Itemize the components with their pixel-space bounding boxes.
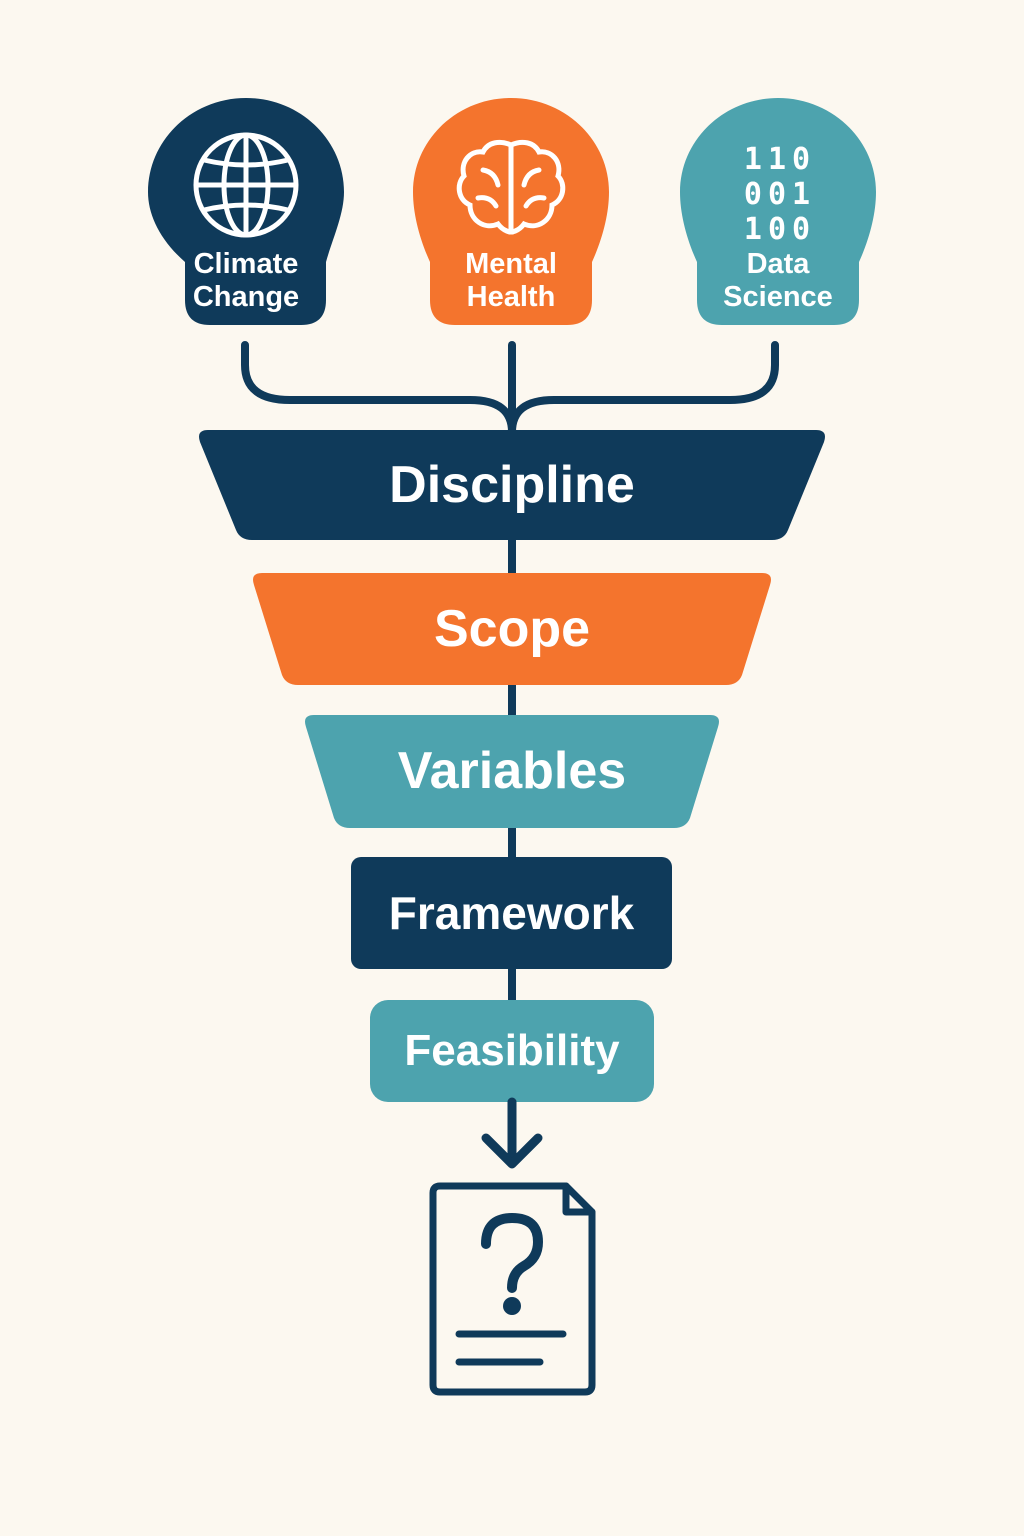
question-dot	[503, 1297, 521, 1315]
topic-label-data: Data Science	[678, 248, 878, 314]
topic-label-line1: Climate	[193, 248, 299, 280]
stage-shape-feasibility	[370, 1000, 654, 1102]
binary-row: 001	[743, 177, 817, 212]
stage-label-variables: Variables	[397, 742, 627, 800]
connector-left	[241, 341, 516, 436]
question-document-icon	[429, 1182, 596, 1396]
topic-head-climate	[148, 98, 344, 325]
stage-shape-variables	[305, 715, 719, 828]
brain-icon	[456, 139, 566, 235]
binary-row: 110	[743, 142, 817, 177]
topic-head-mental	[413, 98, 609, 325]
globe-icon	[193, 132, 299, 238]
stage-label-feasibility: Feasibility	[404, 1026, 620, 1075]
stage-shape-discipline	[199, 430, 825, 540]
stage-shape-framework	[351, 857, 672, 969]
topic-head-shape	[680, 98, 876, 325]
connector-right	[508, 341, 779, 436]
topic-label-climate: Climate Change	[146, 248, 346, 314]
topic-label-line2: Change	[192, 281, 300, 313]
topic-head-data	[680, 98, 876, 325]
stage-shape-scope	[253, 573, 771, 685]
topic-label-line2: Health	[466, 281, 556, 313]
binary-row: 100	[743, 212, 817, 247]
topic-label-line1: Mental	[465, 248, 557, 280]
stage-label-framework: Framework	[388, 887, 635, 939]
binary-icon: 110 001 100	[700, 142, 860, 247]
stage-label-scope: Scope	[433, 600, 591, 658]
arrow-down-icon	[481, 1097, 543, 1169]
topic-label-line2: Science	[723, 281, 833, 313]
topic-label-mental: Mental Health	[411, 248, 611, 314]
stage-label-discipline: Discipline	[389, 456, 635, 514]
topic-label-line1: Data	[746, 248, 810, 280]
